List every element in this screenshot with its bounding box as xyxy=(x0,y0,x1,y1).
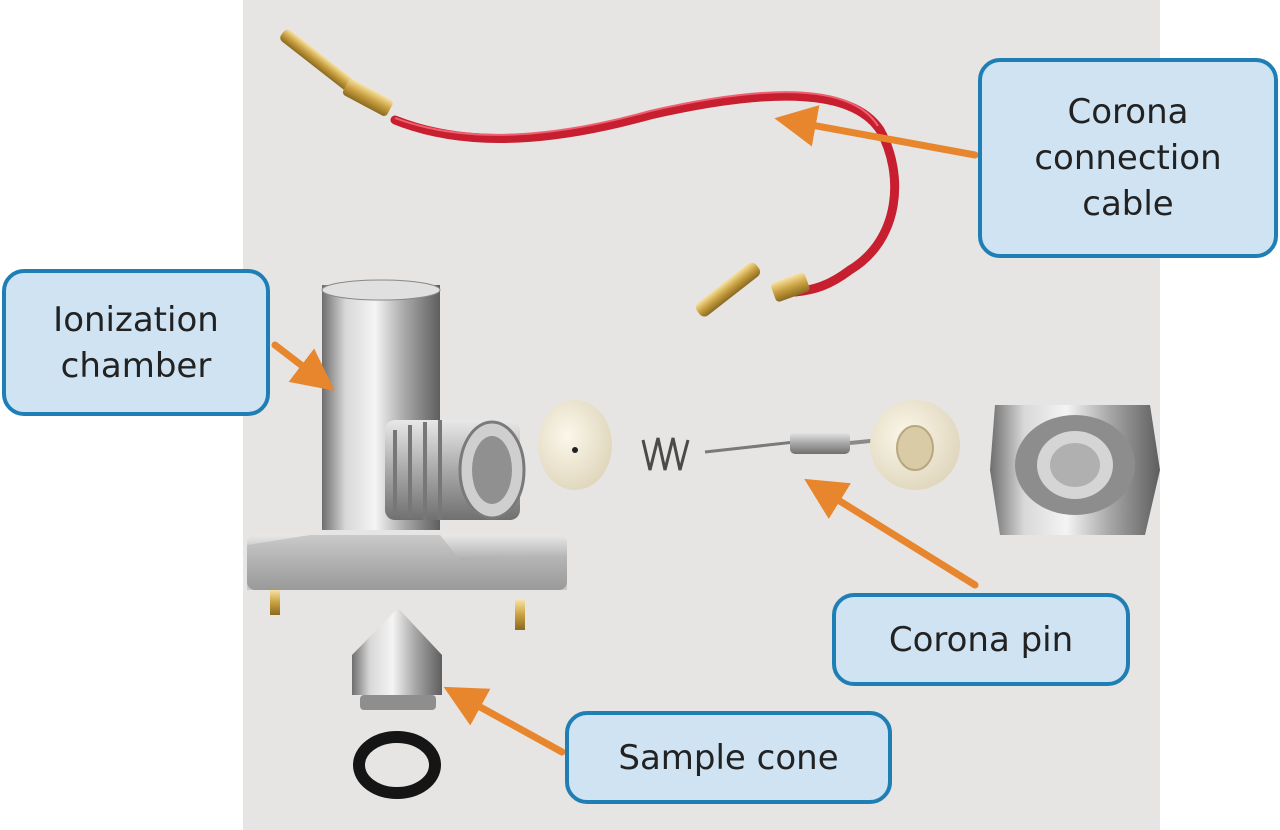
callout-line: connection xyxy=(1034,138,1222,178)
callout-line: cable xyxy=(1082,184,1174,224)
callout-sample-cone-text: Sample cone xyxy=(618,737,839,778)
callout-corona-pin: Corona pin xyxy=(832,593,1130,686)
ptfe-insulator-icon xyxy=(538,400,612,490)
ionization-chamber-icon xyxy=(247,279,567,630)
o-ring-icon xyxy=(353,731,441,799)
callout-ionization-chamber-text: Ionization chamber xyxy=(53,297,219,389)
callout-sample-cone: Sample cone xyxy=(565,711,892,804)
connection-cable-icon xyxy=(280,29,900,317)
callout-arrows xyxy=(271,105,979,756)
callout-corona-connection-cable: Corona connection cable xyxy=(978,58,1278,258)
insulator-disc-icon xyxy=(870,400,960,490)
callout-ionization-chamber: Ionization chamber xyxy=(2,269,270,416)
callout-line: Corona xyxy=(1067,92,1189,132)
arrow-cable xyxy=(774,105,979,159)
callout-line: chamber xyxy=(60,345,212,386)
nut-icon xyxy=(990,405,1160,535)
spring-icon xyxy=(641,437,690,471)
arrow-chamber xyxy=(271,341,335,391)
sample-cone-icon xyxy=(352,608,442,710)
callout-corona-connection-cable-text: Corona connection cable xyxy=(1034,89,1221,227)
arrow-pin xyxy=(804,478,979,589)
arrow-cone xyxy=(443,686,566,756)
callout-line: Ionization xyxy=(53,299,219,340)
callout-corona-pin-text: Corona pin xyxy=(888,619,1074,660)
